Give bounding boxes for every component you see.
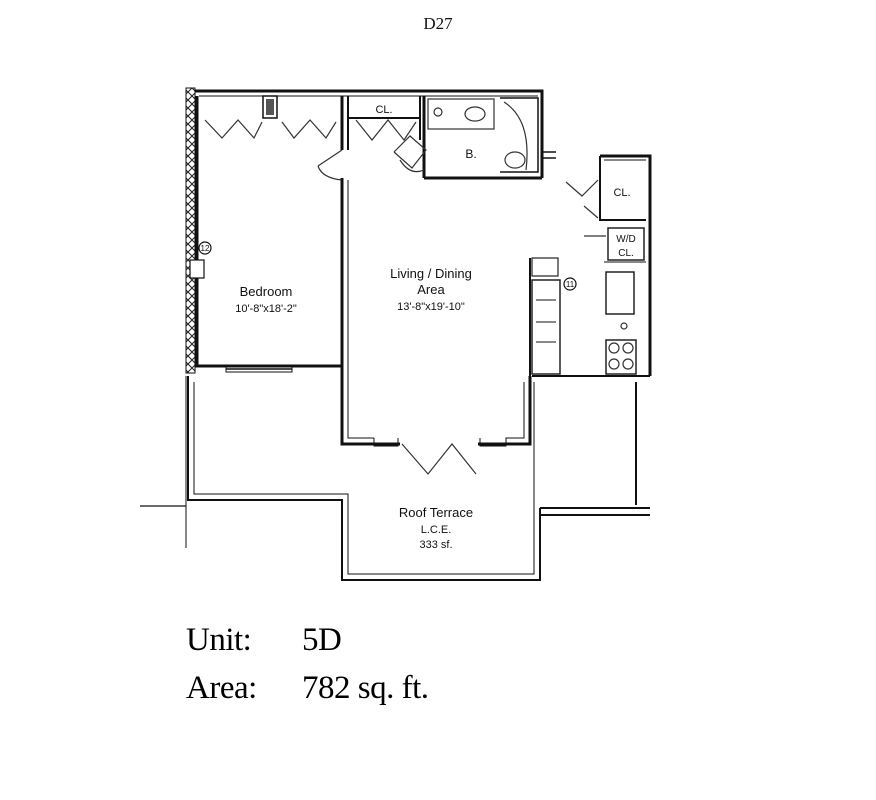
- bedroom-closet-doors: [204, 95, 337, 140]
- closet-and-laundry: [565, 156, 646, 261]
- bathroom-fixtures: [393, 97, 539, 173]
- bath-label: B.: [465, 147, 476, 161]
- marker-11-circle: [563, 277, 577, 291]
- hall-closet: [348, 96, 426, 178]
- kitchen: [529, 257, 646, 376]
- living-label-line1: Living / Dining: [390, 266, 472, 281]
- marker-11: 11: [566, 280, 575, 289]
- terrace-area: 333 sf.: [419, 539, 452, 551]
- closet-label-a: CL.: [375, 104, 392, 116]
- living-dimensions: 13'-8"x19'-10": [397, 301, 465, 313]
- page-header: D27: [423, 14, 453, 33]
- bedroom-door: [317, 149, 343, 181]
- unit-label: Unit:: [186, 622, 252, 658]
- terrace-label: Roof Terrace: [399, 505, 473, 520]
- wd-closet-label: CL.: [618, 248, 634, 259]
- roof-terrace-outline: [140, 376, 541, 581]
- outer-walls: [195, 89, 652, 516]
- unit-value: 5D: [302, 622, 342, 658]
- marker-12-circle: [198, 241, 212, 255]
- bedroom-dimensions: 10'-8"x18'-2": [235, 303, 297, 315]
- area-value: 782 sq. ft.: [302, 670, 429, 706]
- wd-label: W/D: [616, 234, 635, 245]
- terrace-tag: L.C.E.: [421, 524, 452, 536]
- living-label-line2: Area: [417, 282, 445, 297]
- exterior-wall-hatched: [185, 87, 196, 374]
- living-walls: [340, 180, 532, 475]
- area-label: Area:: [186, 670, 257, 706]
- bedroom-label: Bedroom: [240, 284, 293, 299]
- closet-label-b: CL.: [613, 187, 630, 199]
- marker-12: 12: [201, 244, 210, 253]
